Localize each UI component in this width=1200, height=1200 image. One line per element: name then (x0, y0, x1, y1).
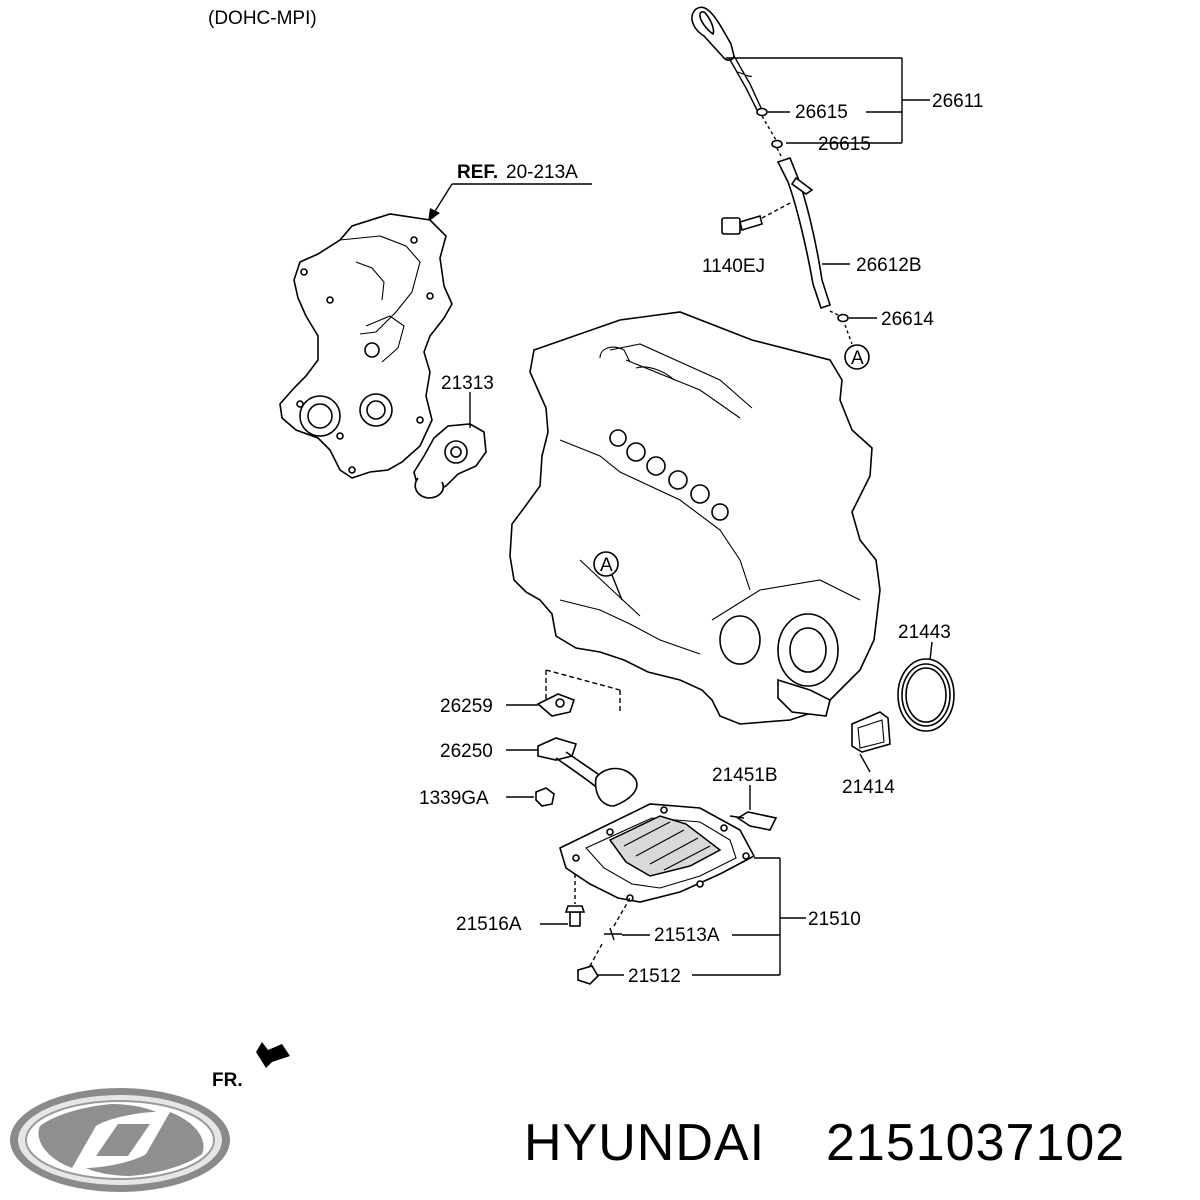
label-26614: 26614 (881, 309, 934, 330)
label-21451b: 21451B (712, 765, 778, 786)
header-label: (DOHC-MPI) (208, 8, 317, 29)
timing-cover (279, 213, 453, 479)
label-26259: 26259 (440, 696, 493, 717)
rear-oil-seal-21443 (897, 658, 955, 732)
label-26615-lower: 26615 (818, 134, 871, 155)
label-1339ga: 1339GA (419, 788, 489, 809)
brand-name: HYUNDAI (524, 1114, 765, 1172)
seal-case-21414 (851, 711, 891, 753)
ref-label-number: 20-213A (506, 162, 578, 183)
label-21443: 21443 (898, 622, 951, 643)
label-26615-upper: 26615 (795, 102, 848, 123)
nut-1339ga (535, 787, 555, 807)
label-26612b: 26612B (856, 255, 922, 276)
oil-strainer-26250 (537, 737, 638, 807)
hyundai-logo-icon (10, 1088, 230, 1192)
dipstick-assembly: A (691, 6, 870, 370)
oil-pump-21313 (413, 423, 487, 499)
front-arrow-icon (256, 1042, 290, 1068)
label-1140ej: 1140EJ (702, 256, 765, 277)
label-21313: 21313 (441, 373, 494, 394)
washer-21513a (604, 897, 631, 941)
bolt-1140ej (721, 201, 793, 235)
label-21414: 21414 (842, 777, 895, 798)
oil-pan-21510 (559, 803, 756, 903)
label-26250: 26250 (440, 741, 493, 762)
label-26611: 26611 (932, 91, 983, 112)
label-21512: 21512 (628, 966, 681, 987)
label-21516a: 21516A (456, 914, 522, 935)
engine-block (509, 311, 881, 725)
label-21513a: 21513A (654, 925, 720, 946)
front-indicator-text: FR. (212, 1070, 243, 1091)
drain-plug-21512 (577, 943, 603, 985)
ref-callout: REF. 20-213A (428, 162, 592, 222)
marker-a-top (844, 344, 870, 370)
bolt-21516a (564, 874, 586, 927)
front-indicator: FR. (212, 1042, 290, 1091)
label-21510: 21510 (808, 909, 861, 930)
marker-a-block-text: A (600, 555, 613, 576)
part-number: 2151037102 (826, 1114, 1125, 1172)
marker-a-top-text: A (851, 348, 864, 369)
marker-a-block (593, 551, 619, 577)
gasket-26259 (536, 669, 621, 717)
gasket-21451b (729, 811, 778, 831)
ref-label-bold: REF. (457, 162, 498, 183)
